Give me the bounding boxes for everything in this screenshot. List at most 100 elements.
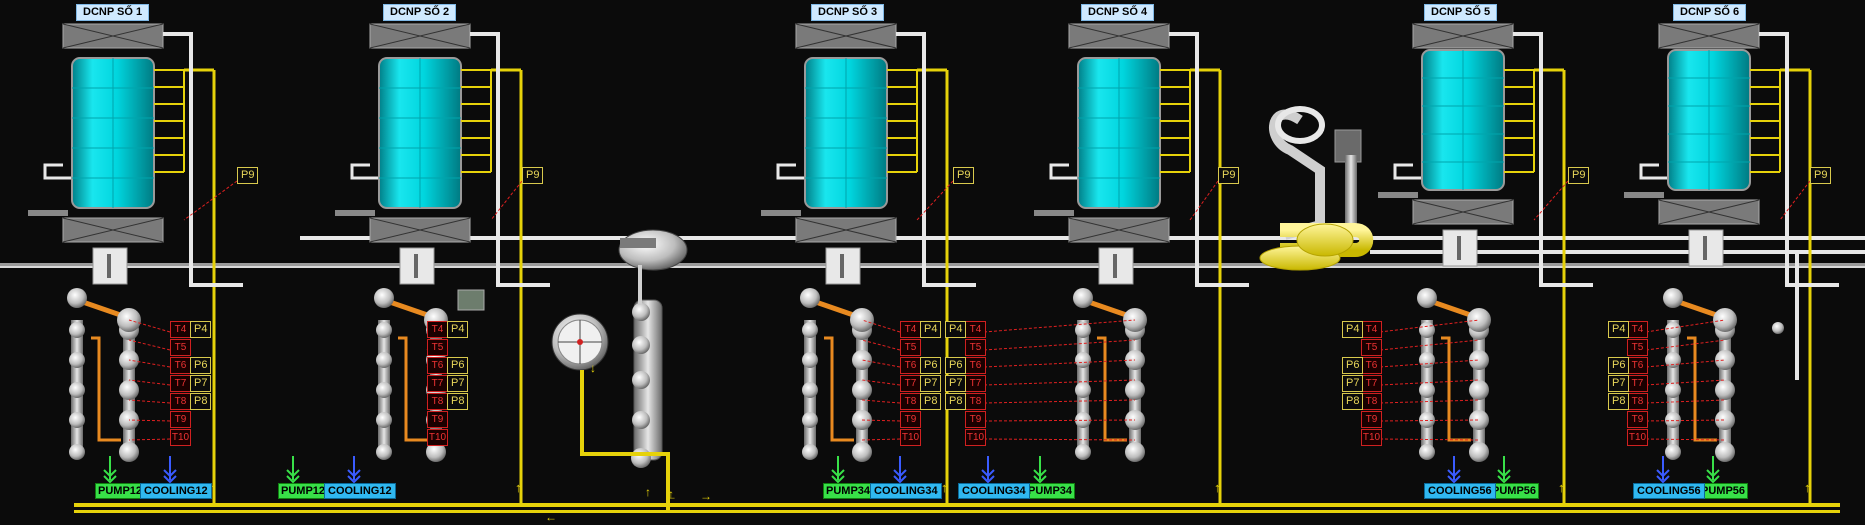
temp-tag-t4[interactable]: T4 bbox=[427, 321, 448, 338]
svg-text:↑: ↑ bbox=[1558, 480, 1565, 495]
temp-tag-t7[interactable]: T7 bbox=[965, 375, 986, 392]
unit-1: ↑ bbox=[28, 23, 243, 505]
pressure-tag-p4[interactable]: P4 bbox=[447, 321, 469, 338]
temp-tag-t7[interactable]: T7 bbox=[1361, 375, 1382, 392]
pressure-tag-p4[interactable]: P4 bbox=[920, 321, 942, 338]
unit-3: ↑ bbox=[761, 23, 976, 505]
temp-tag-t4[interactable]: T4 bbox=[1361, 321, 1382, 338]
p9-tag[interactable]: P9 bbox=[1218, 167, 1240, 184]
pressure-tag-p8[interactable]: P8 bbox=[447, 393, 469, 410]
cooling-label[interactable]: COOLING12 bbox=[324, 483, 396, 499]
pressure-tag-p6[interactable]: P6 bbox=[190, 357, 212, 374]
temp-tag-t5[interactable]: T5 bbox=[1627, 339, 1648, 356]
temp-tag-t6[interactable]: T6 bbox=[1627, 357, 1648, 374]
pressure-tag-p8[interactable]: P8 bbox=[920, 393, 942, 410]
pump-label[interactable]: PUMP34 bbox=[1025, 483, 1076, 499]
temp-tag-t8[interactable]: T8 bbox=[965, 393, 986, 410]
temp-tag-t7[interactable]: T7 bbox=[900, 375, 921, 392]
pressure-tag-p6[interactable]: P6 bbox=[447, 357, 469, 374]
gas-turbine-pipe bbox=[1259, 106, 1374, 271]
pressure-tag-p7[interactable]: P7 bbox=[1608, 375, 1630, 392]
unit-title: DCNP SỐ 4 bbox=[1081, 4, 1155, 21]
temp-tag-t7[interactable]: T7 bbox=[427, 375, 448, 392]
svg-text:↑: ↑ bbox=[1214, 480, 1221, 495]
temp-tag-t10[interactable]: T10 bbox=[965, 429, 986, 446]
p9-tag[interactable]: P9 bbox=[1568, 167, 1590, 184]
temp-tag-t10[interactable]: T10 bbox=[1627, 429, 1648, 446]
pressure-tag-p8[interactable]: P8 bbox=[945, 393, 967, 410]
cooling-label[interactable]: COOLING34 bbox=[958, 483, 1030, 499]
temp-tag-t9[interactable]: T9 bbox=[1627, 411, 1648, 428]
temp-tag-t9[interactable]: T9 bbox=[427, 411, 448, 428]
temp-tag-t4[interactable]: T4 bbox=[1627, 321, 1648, 338]
cooling-label[interactable]: COOLING56 bbox=[1633, 483, 1705, 499]
pressure-tag-p7[interactable]: P7 bbox=[920, 375, 942, 392]
temp-tag-t5[interactable]: T5 bbox=[900, 339, 921, 356]
temp-tag-t5[interactable]: T5 bbox=[427, 339, 448, 356]
temp-tag-t4[interactable]: T4 bbox=[170, 321, 191, 338]
temp-tag-t10[interactable]: T10 bbox=[1361, 429, 1382, 446]
temp-tag-t8[interactable]: T8 bbox=[1627, 393, 1648, 410]
pressure-tag-p7[interactable]: P7 bbox=[447, 375, 469, 392]
main-horizontal-pipe bbox=[0, 263, 1865, 268]
unit-2: ↑ bbox=[286, 23, 550, 505]
temp-tag-t9[interactable]: T9 bbox=[900, 411, 921, 428]
temp-tag-t4[interactable]: T4 bbox=[965, 321, 986, 338]
temp-tag-t9[interactable]: T9 bbox=[1361, 411, 1382, 428]
temp-tag-t10[interactable]: T10 bbox=[170, 429, 191, 446]
temp-tag-t9[interactable]: T9 bbox=[965, 411, 986, 428]
svg-text:→: → bbox=[700, 489, 712, 503]
p9-tag[interactable]: P9 bbox=[953, 167, 975, 184]
temp-tag-t6[interactable]: T6 bbox=[965, 357, 986, 374]
cooling-label[interactable]: COOLING12 bbox=[140, 483, 212, 499]
pump-label[interactable]: PUMP12 bbox=[278, 483, 329, 499]
pump-label[interactable]: PUMP34 bbox=[823, 483, 874, 499]
pressure-tag-p6[interactable]: P6 bbox=[920, 357, 942, 374]
temp-tag-t8[interactable]: T8 bbox=[1361, 393, 1382, 410]
pressure-tag-p4[interactable]: P4 bbox=[1342, 321, 1364, 338]
p9-tag[interactable]: P9 bbox=[1810, 167, 1832, 184]
temp-tag-t5[interactable]: T5 bbox=[170, 339, 191, 356]
pump-label[interactable]: PUMP12 bbox=[95, 483, 146, 499]
pressure-tag-p4[interactable]: P4 bbox=[945, 321, 967, 338]
pump-label[interactable]: PUMP56 bbox=[1489, 483, 1540, 499]
p9-tag[interactable]: P9 bbox=[237, 167, 259, 184]
pressure-tag-p7[interactable]: P7 bbox=[1342, 375, 1364, 392]
pressure-tag-p8[interactable]: P8 bbox=[1342, 393, 1364, 410]
unit-title: DCNP SỐ 5 bbox=[1424, 4, 1498, 21]
svg-text:↓: ↓ bbox=[590, 361, 596, 375]
pressure-tag-p6[interactable]: P6 bbox=[945, 357, 967, 374]
temp-tag-t7[interactable]: T7 bbox=[1627, 375, 1648, 392]
pressure-tag-p6[interactable]: P6 bbox=[1342, 357, 1364, 374]
temp-tag-t4[interactable]: T4 bbox=[900, 321, 921, 338]
pressure-tag-p8[interactable]: P8 bbox=[190, 393, 212, 410]
pressure-tag-p8[interactable]: P8 bbox=[1608, 393, 1630, 410]
temp-tag-t10[interactable]: T10 bbox=[900, 429, 921, 446]
pressure-tag-p7[interactable]: P7 bbox=[945, 375, 967, 392]
pressure-tag-p4[interactable]: P4 bbox=[190, 321, 212, 338]
temp-tag-t7[interactable]: T7 bbox=[170, 375, 191, 392]
p9-tag[interactable]: P9 bbox=[522, 167, 544, 184]
temp-tag-t6[interactable]: T6 bbox=[427, 357, 448, 374]
cooling-label[interactable]: COOLING34 bbox=[870, 483, 942, 499]
bottom-header-pipe bbox=[74, 503, 1840, 507]
pressure-tag-p7[interactable]: P7 bbox=[190, 375, 212, 392]
svg-text:↑: ↑ bbox=[515, 480, 522, 495]
temp-tag-t5[interactable]: T5 bbox=[1361, 339, 1382, 356]
unit-title: DCNP SỐ 2 bbox=[383, 4, 457, 21]
pressure-tag-p4[interactable]: P4 bbox=[1608, 321, 1630, 338]
pump-label[interactable]: PUMP56 bbox=[1698, 483, 1749, 499]
temp-tag-t6[interactable]: T6 bbox=[1361, 357, 1382, 374]
pressure-tag-p6[interactable]: P6 bbox=[1608, 357, 1630, 374]
temp-tag-t8[interactable]: T8 bbox=[900, 393, 921, 410]
temp-tag-t6[interactable]: T6 bbox=[900, 357, 921, 374]
temp-tag-t6[interactable]: T6 bbox=[170, 357, 191, 374]
temp-tag-t8[interactable]: T8 bbox=[170, 393, 191, 410]
svg-text:↑: ↑ bbox=[645, 485, 651, 499]
temp-tag-t5[interactable]: T5 bbox=[965, 339, 986, 356]
cooling-label[interactable]: COOLING56 bbox=[1424, 483, 1496, 499]
temp-tag-t9[interactable]: T9 bbox=[170, 411, 191, 428]
temp-tag-t8[interactable]: T8 bbox=[427, 393, 448, 410]
temp-tag-t10[interactable]: T10 bbox=[427, 429, 448, 446]
